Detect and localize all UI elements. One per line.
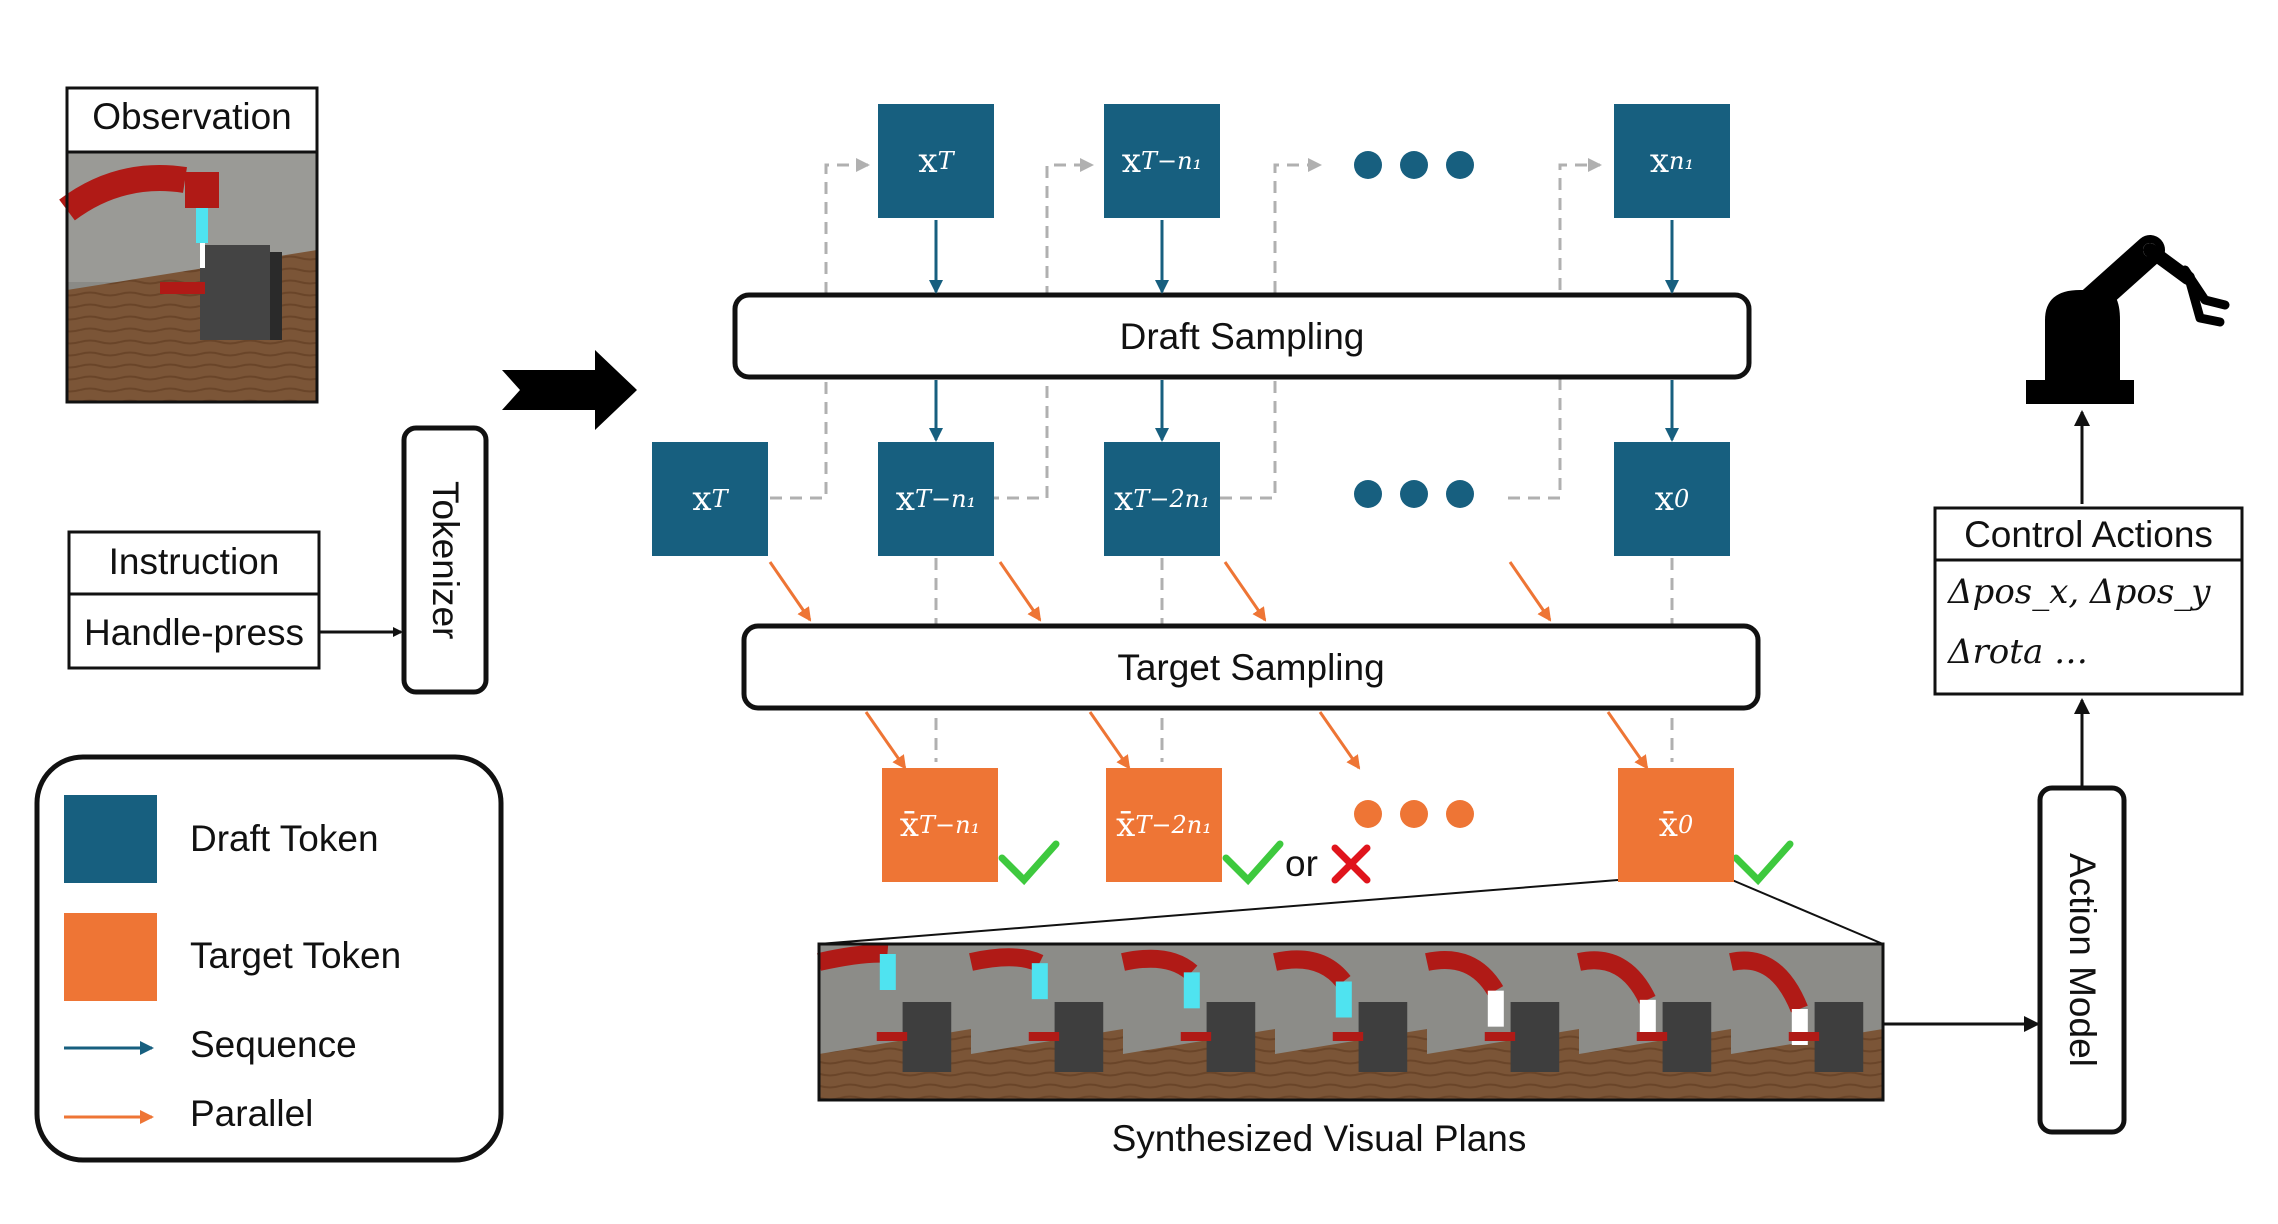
check-icon [1732, 840, 1794, 886]
draft-sampling-box [732, 292, 1752, 380]
draft-ellipsis-row1 [1354, 151, 1474, 179]
plan-frame [1273, 944, 1427, 1100]
legend-parallel-label: Parallel [190, 1093, 314, 1134]
observation-image [59, 152, 317, 402]
draft-sampling-label: Draft Sampling [1119, 316, 1365, 357]
robot-arm-icon [2026, 235, 2230, 404]
plan-frame [817, 944, 971, 1100]
control-actions-line2: Δrota … [1948, 632, 2089, 672]
tokenizer-box [401, 425, 489, 695]
instruction-value: Handle-press [83, 612, 305, 653]
or-label: or [1285, 843, 1318, 884]
visual-plans-strip [817, 944, 1883, 1100]
input-to-pipeline-arrow [502, 350, 637, 430]
sequence-arrows [929, 220, 1679, 442]
visual-plans-caption: Synthesized Visual Plans [1111, 1118, 1527, 1159]
draft-ellipsis-row2 [1354, 480, 1474, 508]
check-icon [998, 840, 1060, 886]
instruction-label: Instruction [108, 541, 280, 582]
action-model-label: Action Model [2062, 853, 2103, 1067]
parallel-arrows [768, 561, 1649, 770]
target-token: x̄T−2n₁ [1106, 768, 1222, 882]
check-icon [1222, 840, 1284, 886]
plan-frame [1577, 944, 1731, 1100]
zoom-line-right [1731, 879, 1884, 945]
zoom-line-left [818, 879, 1619, 945]
plan-frame [969, 944, 1123, 1100]
plan-frame [1121, 944, 1275, 1100]
control-actions-line1: Δpos_x, Δpos_y [1948, 572, 2211, 612]
legend-draft-swatch [64, 795, 157, 883]
target-sampling-label: Target Sampling [1117, 647, 1385, 688]
legend-draft-label: Draft Token [190, 818, 379, 859]
legend-target-swatch [64, 913, 157, 1001]
action-model-box [2037, 785, 2127, 1135]
tokenizer-label: Tokenizer [425, 480, 466, 640]
observation-label: Observation [92, 96, 292, 137]
plan-frame [1425, 944, 1579, 1100]
cross-icon [1331, 844, 1371, 884]
plan-frame [1729, 944, 1883, 1100]
target-token: x̄0 [1618, 768, 1734, 882]
target-sampling-box [741, 623, 1761, 711]
target-ellipsis [1354, 800, 1474, 828]
legend-target-label: Target Token [190, 935, 402, 976]
target-token: x̄T−n₁ [882, 768, 998, 882]
control-actions-box [1933, 506, 2244, 696]
control-actions-title: Control Actions [1964, 514, 2213, 555]
legend-sequence-label: Sequence [190, 1024, 357, 1065]
